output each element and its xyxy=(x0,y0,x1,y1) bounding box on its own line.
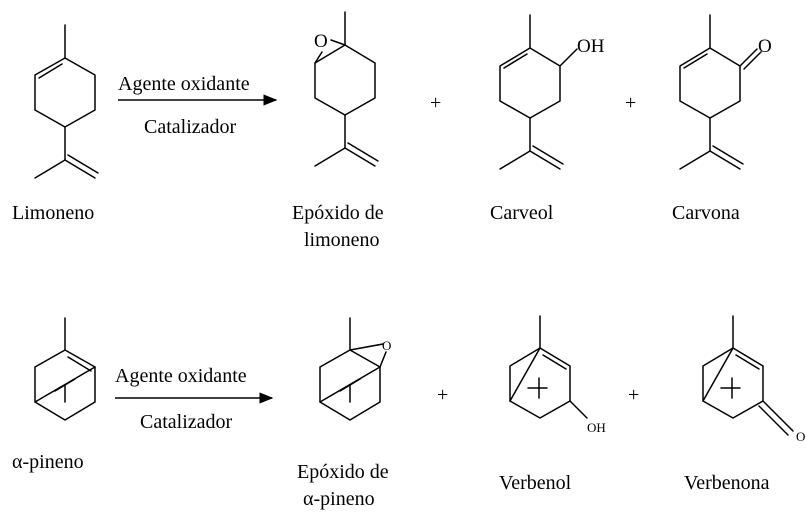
verbenone-oxygen-label: O xyxy=(796,429,805,444)
arrow-top-label-1: Agente oxidante xyxy=(118,73,250,95)
limonene-structure xyxy=(34,24,99,179)
verbenol-oh-label: OH xyxy=(587,420,606,435)
product-name-limonene-epoxide-line2: limoneno xyxy=(304,229,380,251)
arrow-bottom-label-2: Catalizador xyxy=(140,411,233,433)
product-name-alpha-pinene-epoxide-line2: α-pineno xyxy=(303,488,375,510)
plus-sign-2b: + xyxy=(628,384,639,406)
verbenone-structure xyxy=(702,315,794,436)
product-name-verbenol: Verbenol xyxy=(499,472,572,494)
plus-sign-1a: + xyxy=(430,92,441,114)
plus-sign-2a: + xyxy=(437,384,448,406)
arrow-top-label-2: Agente oxidante xyxy=(115,365,247,387)
product-name-alpha-pinene-epoxide-line1: Epóxido de xyxy=(297,461,389,483)
plus-sign-1b: + xyxy=(625,92,636,114)
verbenol-structure xyxy=(509,315,588,419)
alpha-pinene-structure xyxy=(34,317,96,421)
product-name-carveol: Carveol xyxy=(490,202,554,224)
carveol-oh-label: OH xyxy=(577,36,605,57)
arrow-bottom-label-1: Catalizador xyxy=(144,116,237,138)
reactant-name-alpha-pinene: α-pineno xyxy=(12,451,84,473)
alpha-pinene-epoxide-structure xyxy=(319,317,387,421)
product-name-limonene-epoxide-line1: Epóxido de xyxy=(292,202,384,224)
epoxide-oxygen-label-1: O xyxy=(314,31,328,52)
reactant-name-limonene: Limoneno xyxy=(12,202,94,224)
product-name-carvone: Carvona xyxy=(672,202,740,224)
carvone-structure xyxy=(679,14,762,170)
carvone-oxygen-label: O xyxy=(758,36,772,57)
carveol-structure xyxy=(499,14,578,170)
epoxide-oxygen-label-2: O xyxy=(382,338,391,353)
product-name-verbenone: Verbenona xyxy=(684,472,770,494)
limonene-epoxide-structure xyxy=(314,11,379,167)
